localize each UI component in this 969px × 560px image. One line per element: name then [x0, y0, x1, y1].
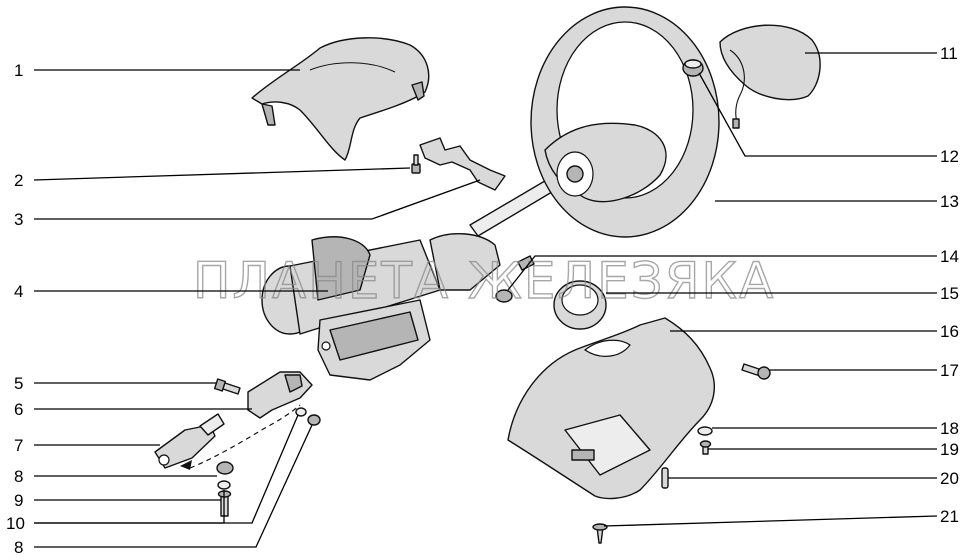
- airbag-module: [719, 24, 821, 129]
- intermediate-shaft-joint: [154, 413, 225, 469]
- callout-15: 15: [940, 284, 959, 303]
- callout-8: 8: [14, 467, 23, 486]
- callout-17: 17: [940, 361, 959, 380]
- callout-10: 10: [6, 514, 25, 533]
- assembly-arrowhead: [180, 460, 192, 470]
- bracket-screw: [411, 154, 421, 174]
- callout-18: 18: [940, 419, 959, 438]
- steering-column-assembly: [261, 232, 501, 381]
- callout-5: 5: [14, 374, 23, 393]
- callout-8-lower: 8: [14, 538, 23, 557]
- watermark-text: ПЛАНЕТА ЖЕЛЕЗЯКА: [193, 252, 775, 310]
- callouts-right: 11 12 13 14 15 16 17 18 19 20 21: [940, 44, 959, 526]
- leader-lines: [33, 52, 938, 548]
- small-washer-14: [495, 289, 513, 303]
- callout-14: 14: [940, 247, 959, 266]
- upper-column-shroud: [251, 37, 430, 161]
- universal-joint-yoke: [247, 371, 313, 419]
- shroud-screw: [741, 363, 771, 380]
- pinch-bolt: [213, 378, 241, 395]
- retaining-clip: [517, 255, 535, 271]
- callout-1: 1: [14, 61, 23, 80]
- washer-upper: [295, 407, 307, 417]
- nut-upper: [307, 414, 321, 426]
- callout-13: 13: [940, 192, 959, 211]
- callout-4: 4: [14, 282, 23, 301]
- callout-7: 7: [14, 436, 23, 455]
- callout-3: 3: [14, 210, 23, 229]
- callout-20: 20: [940, 469, 959, 488]
- callout-12: 12: [940, 147, 959, 166]
- callout-19: 19: [940, 440, 959, 459]
- callout-21: 21: [940, 507, 959, 526]
- assembly-path-arrow: [189, 404, 301, 469]
- lower-column-shroud: [507, 317, 716, 500]
- locating-pin: [661, 467, 669, 489]
- horn-contact: [682, 59, 704, 77]
- callout-6: 6: [14, 400, 23, 419]
- callouts-left: 1 2 3 4 5 6 7 8 9 10 8: [6, 61, 25, 557]
- shroud-washer: [697, 426, 713, 436]
- callout-9: 9: [14, 491, 23, 510]
- nut-lower: [216, 461, 234, 475]
- callout-2: 2: [14, 171, 23, 190]
- shroud-screw-small: [699, 440, 712, 455]
- callout-16: 16: [940, 322, 959, 341]
- self-tapping-screw: [592, 523, 608, 544]
- callout-11: 11: [940, 44, 958, 63]
- steering-wheel: [530, 6, 720, 238]
- washer-lower: [217, 480, 231, 490]
- mounting-bracket: [419, 137, 506, 191]
- contact-ring: [553, 280, 607, 330]
